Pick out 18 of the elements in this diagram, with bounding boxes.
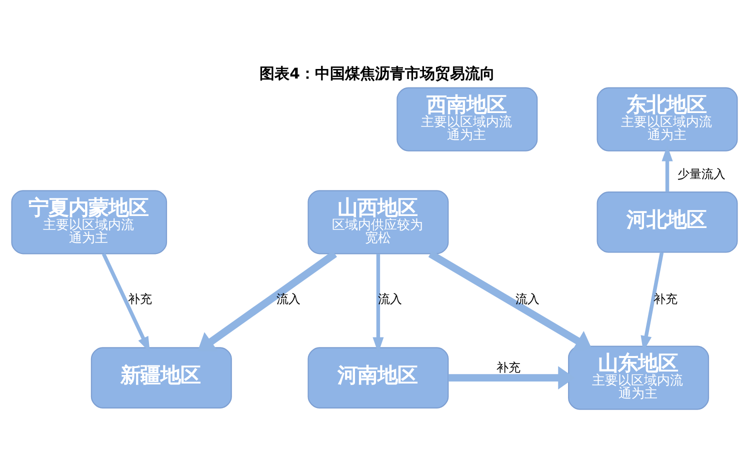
edge-label: 流入 — [515, 292, 540, 306]
edge-label: 流入 — [378, 292, 402, 306]
node-box: 河北地区 — [596, 190, 738, 252]
node-box: 宁夏内蒙地区 主要以区域内流通为主 — [11, 190, 168, 254]
node-box: 河南地区 — [308, 346, 449, 408]
node-box: 东北地区 主要以区域内流通为主 — [596, 86, 738, 151]
diagram-title: 图表4：中国煤焦沥青市场贸易流向 — [260, 64, 495, 82]
arrow — [198, 250, 337, 351]
edge-label: 补充 — [128, 292, 152, 306]
node-box: 山东地区 主要以区域内流通为主 — [568, 345, 710, 410]
edge-label: 流入 — [276, 292, 300, 306]
node-box: 山西地区 区域内供应较为宽松 — [308, 190, 449, 254]
edge-label: 补充 — [653, 292, 678, 306]
arrow — [428, 250, 592, 351]
node-box: 新疆地区 — [90, 346, 232, 408]
edge-label: 少量流入 — [677, 166, 726, 181]
edge-label: 补充 — [496, 360, 520, 374]
node-box: 西南地区 主要以区域内流通为主 — [396, 86, 538, 151]
